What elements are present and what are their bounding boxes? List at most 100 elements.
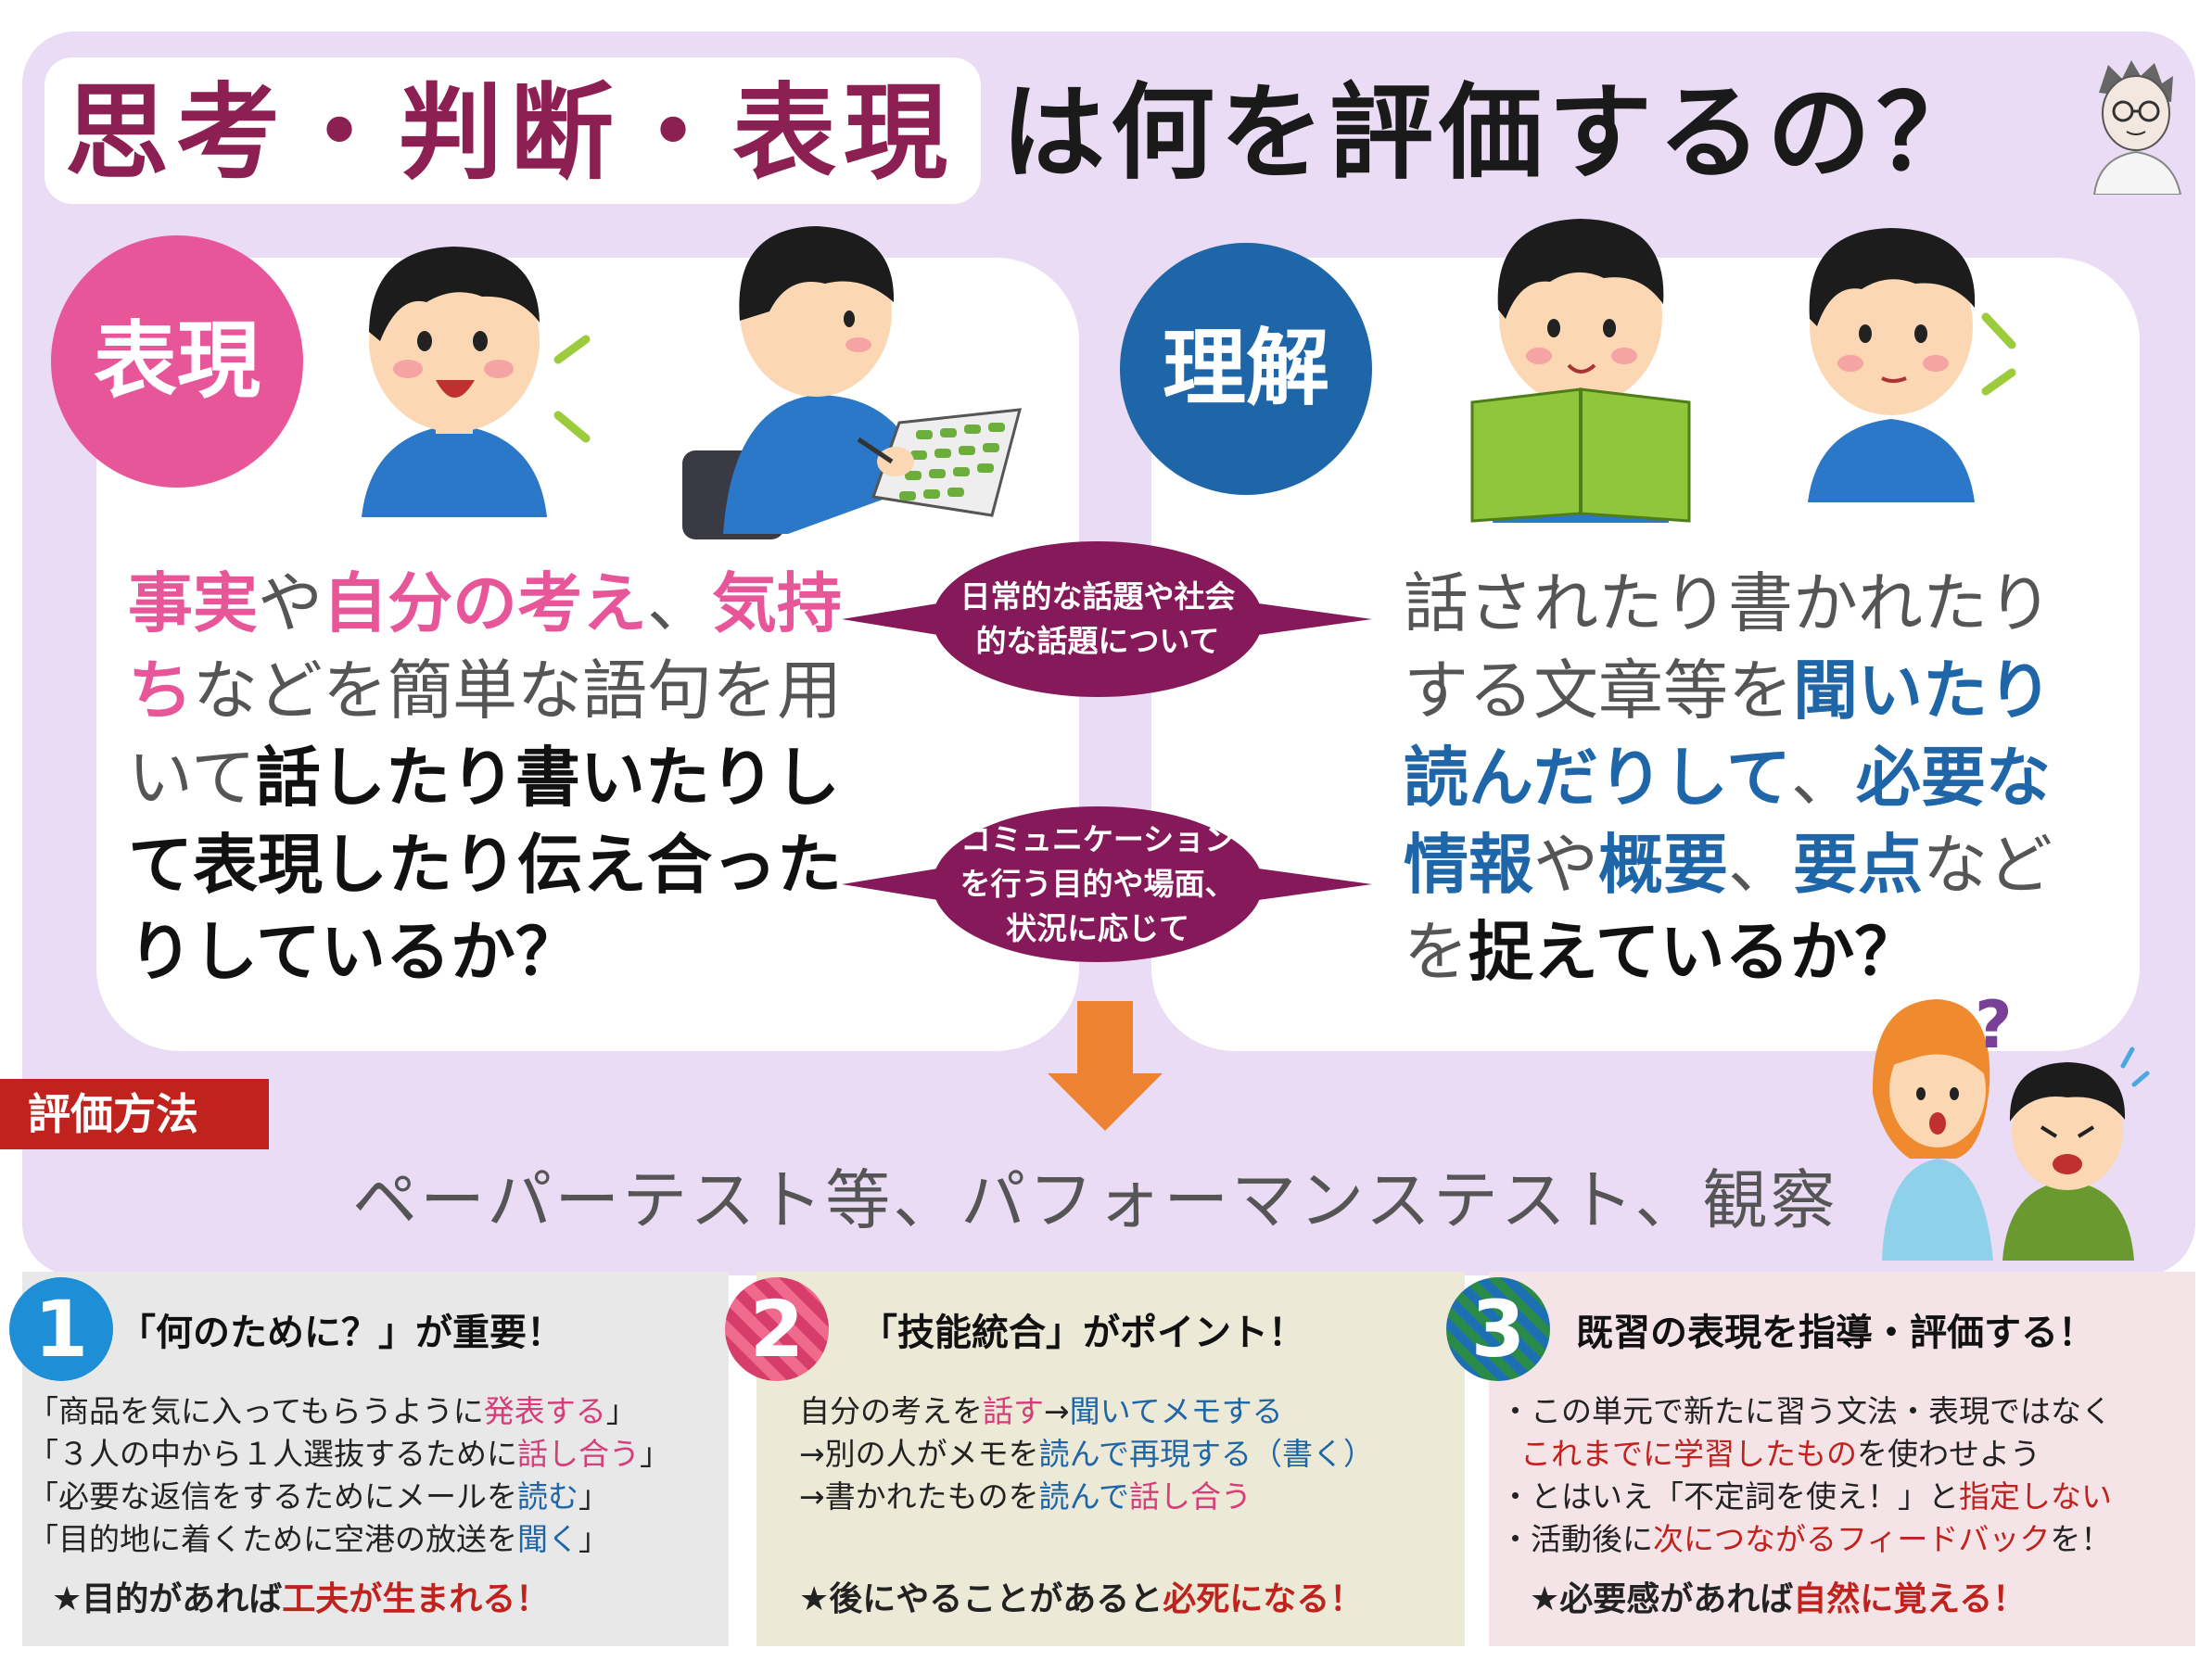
speaking-boy-illustration: [362, 247, 591, 517]
writing-boy-illustration: [682, 226, 1023, 539]
tip-1-line: 「商品を気に入ってもらうように発表する」: [28, 1390, 723, 1433]
tip-1-line-2-a: 「３人の中から１人選抜するために: [28, 1436, 517, 1472]
tip-1-line-3-a: 「必要な返信をするためにメールを: [28, 1478, 517, 1515]
tip-2-line-1-c: →: [1044, 1393, 1070, 1429]
expr-fact: 事実: [128, 565, 258, 641]
tip-1-line-1-a: 「商品を気に入ってもらうように: [28, 1393, 484, 1429]
tip-2-line-3-b: 読んで: [1038, 1478, 1130, 1515]
tip-1-line-1-b: 発表する: [483, 1393, 606, 1429]
topic-condition-text: 日常的な話題や社会的な話題について: [960, 578, 1236, 659]
expression-description: 事実や自分の考え、気持ちなどを簡単な語句を用いて話したり書いたりして表現したり伝…: [128, 560, 870, 995]
purpose-condition-text: コミュニケーションを行う目的や場面、状況に応じて: [960, 821, 1236, 946]
tip-2-note-a: ★後にやることがあると: [799, 1580, 1163, 1618]
tip-3-line: これまでに学習したものを使わせよう: [1500, 1433, 2192, 1476]
expr-feelings: 気持ち: [128, 565, 842, 729]
comprehension-badge: 理解: [1120, 243, 1372, 495]
comp-listen-read: 聞いたり読んだりして: [1404, 653, 2053, 816]
comp-nado: などを: [1404, 827, 2053, 990]
expr-own-thought: 自分の考え: [323, 565, 647, 641]
tip-box-purpose: [22, 1272, 729, 1646]
tip-number-2-badge: 2: [725, 1277, 829, 1381]
evaluation-method-label: 評価方法: [0, 1079, 269, 1149]
tip-1-line-4-c: 」: [578, 1521, 609, 1557]
tip-1-note-b: 工夫が生まれる！: [282, 1580, 550, 1618]
tip-number-1-badge: 1: [9, 1277, 113, 1381]
comprehension-description: 話されたり書かれたりする文章等を聞いたり読んだりして、必要な情報や概要、要点など…: [1404, 560, 2108, 995]
tip-3-line-2-a: これまでに学習したもの: [1520, 1436, 1857, 1472]
tip-2-line-1-a: 自分の考えを: [799, 1393, 983, 1429]
tip-1-line: 「３人の中から１人選抜するために話し合う」: [28, 1433, 723, 1476]
title-highlight-box: [44, 57, 981, 204]
author-avatar-sketch: [2092, 60, 2182, 195]
tip-3-line-4-c: を！: [2050, 1521, 2112, 1557]
tip-3-line-1-a: ・この単元で新たに習う文法・表現ではなく: [1500, 1393, 2112, 1429]
tip-2-line: →書かれたものを読んで話し合う: [799, 1476, 1459, 1518]
tip-3-line: ・とはいえ「不定詞を使え！」と指定しない: [1500, 1476, 2192, 1518]
tip-2-note-b: 必死になる！: [1163, 1580, 1364, 1618]
tip-3-line-4-a: ・活動後に: [1500, 1521, 1653, 1557]
comp-comma1: 、: [1790, 740, 1856, 816]
tip-box-prior-learning: [1489, 1272, 2195, 1646]
tip-1-line-3-c: 」: [578, 1478, 609, 1515]
purpose-condition-lens: コミュニケーションを行う目的や場面、状況に応じて: [933, 806, 1263, 962]
comp-intro: 話されたり書かれたりする文章等を: [1404, 565, 2053, 729]
expression-badge: 表現: [51, 235, 303, 488]
tip-3-line: ・活動後に次につながるフィードバックを！: [1500, 1518, 2192, 1561]
comp-points: 要点: [1793, 827, 1923, 903]
comp-info: 必要な情報: [1404, 740, 2051, 903]
tip-1-examples: 「商品を気に入ってもらうように発表する」 「３人の中から１人選抜するために話し合…: [28, 1390, 723, 1561]
tip-box-integration: [756, 1272, 1465, 1646]
tip-2-line-2-b: 読んで再現する（書く）: [1038, 1436, 1375, 1472]
lens-top-tip-right: [1252, 602, 1372, 636]
tip-1-heading: 「何のために？」が重要！: [119, 1312, 564, 1354]
evaluation-method-text: ペーパーテスト等、パフォーマンステスト、観察: [352, 1162, 1838, 1238]
tip-3-line-4-b: 次につながるフィードバック: [1653, 1521, 2051, 1557]
expr-simple-phrases: などを簡単な語句を用いて: [128, 653, 842, 816]
lens-bottom-tip-left: [842, 868, 944, 901]
tip-1-line: 「目的地に着くために空港の放送を聞く」: [28, 1518, 723, 1561]
lens-top-tip-left: [842, 602, 944, 636]
tip-3-note-a: ★必要感があれば: [1530, 1580, 1794, 1618]
tip-2-line-3-c: 話し合う: [1129, 1478, 1252, 1515]
page-title-rest: は何を評価するの？: [1001, 73, 1986, 194]
tip-2-line: 自分の考えを話す→聞いてメモする: [799, 1390, 1459, 1433]
tip-3-line-3-b: 指定しない: [1959, 1478, 2112, 1515]
comp-comma2: 、: [1728, 827, 1793, 903]
tip-3-note-b: 自然に覚える！: [1793, 1580, 2027, 1618]
tip-2-examples: 自分の考えを話す→聞いてメモする →別の人がメモを読んで再現する（書く） →書か…: [799, 1390, 1459, 1518]
expr-ya: や: [258, 565, 323, 641]
tip-2-line-1-d: 聞いてメモする: [1069, 1393, 1283, 1429]
tip-2-line-2-a: →別の人がメモを: [799, 1436, 1039, 1472]
tip-3-examples: ・この単元で新たに習う文法・表現ではなく これまでに学習したものを使わせよう ・…: [1500, 1390, 2192, 1561]
tip-1-line-4-b: 聞く: [517, 1521, 578, 1557]
svg-text:?: ?: [1975, 987, 2013, 1063]
tip-1-note-a: ★目的があれば: [52, 1580, 283, 1618]
listening-boy-illustration: [1808, 228, 2016, 502]
tip-number-3-badge: 3: [1446, 1277, 1550, 1381]
page-title-highlight: 思考・判断・表現: [65, 73, 955, 194]
tip-1-line-4-a: 「目的地に着くために空港の放送を: [28, 1521, 517, 1557]
lens-bottom-tip-right: [1252, 868, 1372, 901]
tip-3-note: ★必要感があれば自然に覚える！: [1530, 1576, 2026, 1624]
tip-1-line: 「必要な返信をするためにメールを読む」: [28, 1476, 723, 1518]
tip-2-line-1-b: 話す: [983, 1393, 1044, 1429]
tip-1-line-3-b: 読む: [517, 1478, 578, 1515]
topic-condition-lens: 日常的な話題や社会的な話題について: [933, 541, 1263, 697]
expr-question: 話したり書いたりして表現したり伝え合ったりしているか？: [128, 740, 842, 990]
tip-1-line-1-c: 」: [605, 1393, 637, 1429]
comp-question: 捉えているか？: [1468, 914, 1920, 990]
down-arrow-icon: [1048, 1073, 1163, 1131]
tip-2-line-3-a: →書かれたものを: [799, 1478, 1039, 1515]
expr-comma: 、: [647, 565, 712, 641]
confused-people-illustration: ?: [1872, 987, 2150, 1261]
tip-2-note: ★後にやることがあると必死になる！: [799, 1576, 1363, 1624]
comp-overview: 概要: [1598, 827, 1728, 903]
tip-2-heading: 「技能統合」がポイント！: [860, 1312, 1305, 1354]
tip-1-line-2-b: 話し合う: [517, 1436, 640, 1472]
reading-boy-illustration: [1470, 219, 1691, 523]
tip-3-line-3-a: ・とはいえ「不定詞を使え！」と: [1500, 1478, 1959, 1515]
tip-3-heading: 既習の表現を指導・評価する！: [1576, 1312, 2095, 1354]
tip-3-line-2-b: を使わせよう: [1857, 1436, 2040, 1472]
tip-2-line: →別の人がメモを読んで再現する（書く）: [799, 1433, 1459, 1476]
tip-1-note: ★目的があれば工夫が生まれる！: [52, 1576, 549, 1624]
